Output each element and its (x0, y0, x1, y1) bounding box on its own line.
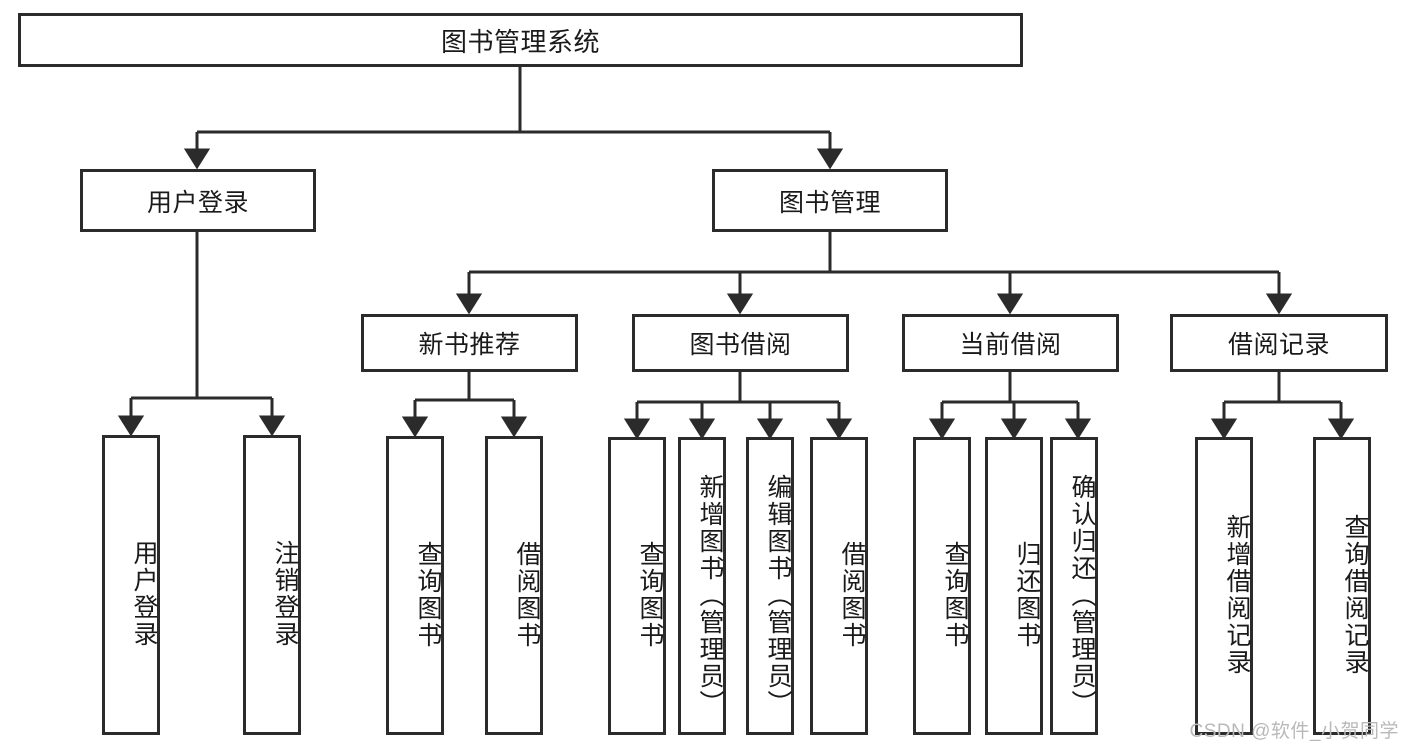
node-label: 图书借阅 (689, 331, 792, 359)
node-label: 当前借阅 (959, 331, 1062, 359)
node-label: 图书管理 (778, 188, 881, 217)
node-label: 新书推荐 (418, 331, 521, 359)
node-label: 借阅图书 (838, 541, 866, 649)
node-label: 新增图书（管理员） (696, 473, 724, 717)
node-label: 归还图书 (1013, 541, 1041, 649)
node-leaf-add-borrow-record[interactable]: 新增借阅记录 (1195, 437, 1253, 735)
node-leaf-user-login[interactable]: 用户登录 (102, 435, 160, 735)
node-new-book-recommend[interactable]: 新书推荐 (361, 314, 578, 372)
node-book-management[interactable]: 图书管理 (712, 169, 948, 232)
node-leaf-return-book[interactable]: 归还图书 (985, 437, 1043, 735)
node-label: 编辑图书（管理员） (764, 473, 792, 717)
node-label: 借阅记录 (1227, 331, 1330, 359)
node-label: 查询图书 (636, 541, 664, 649)
node-current-borrow[interactable]: 当前借阅 (902, 314, 1119, 372)
node-label: 图书管理系统 (440, 26, 600, 57)
node-leaf-confirm-return-admin[interactable]: 确认归还（管理员） (1050, 437, 1098, 735)
node-label: 查询图书 (414, 540, 442, 649)
node-label: 查询图书 (941, 541, 969, 649)
node-leaf-edit-book-admin[interactable]: 编辑图书（管理员） (746, 437, 794, 735)
node-label: 用户登录 (146, 188, 249, 217)
node-label: 查询借阅记录 (1341, 514, 1369, 676)
node-borrow-record[interactable]: 借阅记录 (1170, 314, 1388, 372)
node-leaf-query-book-recommend[interactable]: 查询图书 (386, 436, 444, 735)
node-leaf-query-book-borrow[interactable]: 查询图书 (608, 437, 666, 735)
node-label: 注销登录 (271, 540, 299, 648)
node-label: 新增借阅记录 (1223, 514, 1251, 676)
node-leaf-borrow-book-recommend[interactable]: 借阅图书 (485, 436, 543, 735)
node-leaf-borrow-book[interactable]: 借阅图书 (810, 437, 868, 735)
node-label: 借阅图书 (513, 540, 541, 649)
node-leaf-add-book-admin[interactable]: 新增图书（管理员） (678, 437, 726, 735)
node-book-borrow[interactable]: 图书借阅 (632, 314, 849, 372)
node-label: 确认归还（管理员） (1068, 473, 1096, 717)
node-leaf-query-borrow-record[interactable]: 查询借阅记录 (1313, 437, 1371, 735)
node-leaf-query-book-current[interactable]: 查询图书 (913, 437, 971, 735)
node-leaf-logout[interactable]: 注销登录 (243, 435, 301, 735)
node-root-book-management-system[interactable]: 图书管理系统 (18, 13, 1023, 67)
watermark-text: CSDN @软件_小贺同学 (1189, 721, 1399, 742)
node-user-login[interactable]: 用户登录 (80, 169, 316, 232)
node-label: 用户登录 (130, 540, 158, 648)
